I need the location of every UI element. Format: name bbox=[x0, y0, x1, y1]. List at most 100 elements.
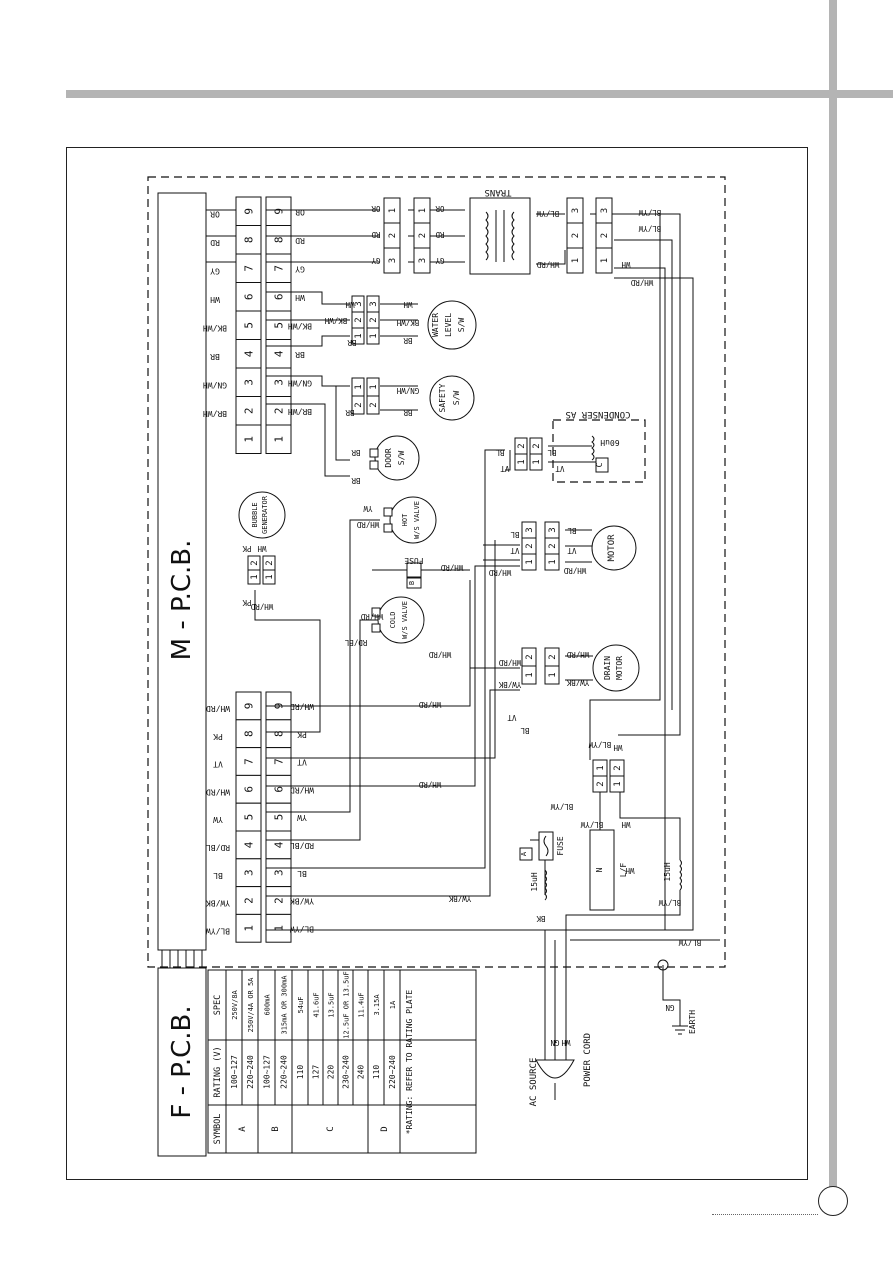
top-wire-label-pcb: OR bbox=[210, 209, 220, 218]
top-conn-b-cell bbox=[265, 253, 292, 283]
trans-in-b-cell bbox=[413, 247, 431, 274]
header-rule bbox=[66, 90, 893, 98]
trans-in-pin: 2 bbox=[388, 233, 398, 238]
top-conn-a-pin: 3 bbox=[243, 379, 256, 386]
bub-pin: 1 bbox=[250, 574, 260, 579]
trans-out-cell bbox=[566, 247, 584, 274]
top-wire-label-harness: WH bbox=[295, 293, 305, 302]
rating-row-volt: 110 bbox=[372, 1065, 381, 1080]
trans-out-pin: 1 bbox=[571, 258, 581, 263]
wl-b-cell bbox=[366, 327, 380, 345]
trans-out-b-pin: 3 bbox=[600, 208, 610, 213]
page-number-leader bbox=[712, 1214, 818, 1215]
top-conn-a-pin: 2 bbox=[243, 407, 256, 414]
fuse-b-label: FUSE bbox=[404, 556, 423, 565]
page-number-circle bbox=[818, 1186, 848, 1216]
filter-pcb-label: F - P.C.B. bbox=[167, 1005, 197, 1118]
wire-label-44: WH/RD bbox=[566, 650, 589, 659]
wire-label-53: WH bbox=[625, 866, 635, 875]
door-switch: DOOR S/W bbox=[369, 435, 420, 481]
wire-label-49: WH bbox=[613, 743, 623, 752]
wire-label-34: WH/RD bbox=[360, 612, 383, 621]
condenser-label: CONDENSER AS bbox=[565, 409, 630, 419]
main-pcb bbox=[157, 192, 207, 951]
fuse-b-symbol: B bbox=[408, 581, 416, 585]
cond-b-pin: 1 bbox=[532, 459, 542, 464]
wire-label-14: BR bbox=[347, 338, 357, 347]
wire-label-4: RD bbox=[435, 230, 445, 239]
wire-label-40: VT bbox=[567, 546, 577, 555]
bottom-wire-label-pcb: RD/BL bbox=[206, 843, 230, 852]
wire-label-43: YW/BK bbox=[498, 680, 521, 689]
drain-text-1: DRAIN bbox=[603, 656, 612, 680]
mot-b-cell bbox=[544, 553, 560, 571]
bottom-wire-label-harness: YW/BK bbox=[290, 897, 314, 906]
top-conn-a-cell bbox=[235, 253, 262, 283]
mot-pin: 3 bbox=[525, 527, 535, 532]
wire-label-12: WH bbox=[345, 300, 355, 309]
rating-row-volt: 220~240 bbox=[388, 1055, 397, 1089]
inductor-left-value: 15uH bbox=[530, 872, 539, 891]
top-conn-a-cell bbox=[235, 339, 262, 369]
top-wire-label-pcb: GY bbox=[210, 266, 220, 275]
top-conn-a-cell bbox=[235, 396, 262, 426]
top-wire-label-harness: BR/WH bbox=[288, 407, 312, 416]
top-conn-a-pin: 1 bbox=[243, 436, 256, 443]
top-wire-label-harness: GY bbox=[295, 264, 305, 273]
top-conn-a-pin: 7 bbox=[243, 265, 256, 272]
appliance-outline bbox=[147, 176, 726, 968]
lf-b-cell bbox=[609, 775, 625, 793]
top-conn-a-pin: 4 bbox=[243, 350, 256, 357]
wire-label-5: GY bbox=[435, 256, 445, 265]
wire-label-0: OR bbox=[371, 204, 381, 213]
wire-label-7: WH/RD bbox=[536, 260, 559, 269]
mot-pin: 1 bbox=[525, 559, 535, 564]
top-wire-label-pcb: RD bbox=[210, 238, 220, 247]
diagram-frame bbox=[66, 147, 808, 1180]
wl-text-2: LEVEL bbox=[444, 313, 453, 337]
top-conn-b-pin: 8 bbox=[273, 236, 286, 243]
trans-out-pin: 2 bbox=[571, 233, 581, 238]
filter-pcb bbox=[157, 967, 207, 1157]
top-conn-b-pin: 4 bbox=[273, 350, 286, 357]
rating-row-volt: 100~127 bbox=[230, 1055, 239, 1089]
wire-label-47: BL bbox=[520, 726, 530, 735]
wire-label-39: BL bbox=[567, 526, 577, 535]
bot-conn-a-cell bbox=[235, 691, 262, 721]
wire-label-51: BL/YW bbox=[580, 820, 603, 829]
top-conn-b-pin: 5 bbox=[273, 322, 286, 329]
drn-b-pin: 2 bbox=[548, 654, 558, 659]
earth-label: EARTH bbox=[688, 1010, 697, 1034]
bot-conn-a-pin: 6 bbox=[243, 786, 256, 793]
door-text-1: DOOR bbox=[384, 448, 393, 467]
wl-b-pin: 3 bbox=[369, 301, 379, 306]
bot-conn-a-cell bbox=[235, 913, 262, 943]
trans-in-b-pin: 1 bbox=[418, 208, 428, 213]
rating-row-volt: 127 bbox=[312, 1065, 321, 1080]
wire-label-54: BK bbox=[536, 914, 546, 923]
bot-conn-b-cell bbox=[265, 802, 292, 832]
rating-note: *RATING: REFER TO RATING PLATE bbox=[405, 990, 414, 1135]
safety-text-2: S/W bbox=[452, 391, 461, 406]
bot-conn-b-pin: 4 bbox=[273, 841, 286, 848]
fuse-a-symbol: A bbox=[520, 851, 528, 856]
bot-conn-b-pin: 1 bbox=[273, 925, 286, 932]
sf-b-cell bbox=[366, 395, 380, 415]
trans-label: TRANS bbox=[484, 187, 511, 197]
top-wire-label-pcb: WH bbox=[210, 295, 220, 304]
condenser-assembly: CONDENSER AS 60uH C bbox=[548, 409, 646, 483]
top-wire-label-harness: BK/WH bbox=[288, 321, 312, 330]
wire-label-17: BR bbox=[403, 336, 413, 345]
drn-pin: 2 bbox=[525, 654, 535, 659]
wire-label-27: PK bbox=[242, 544, 252, 553]
inductor-right: 15uH bbox=[663, 859, 682, 891]
trans-in-b-pin: 2 bbox=[418, 233, 428, 238]
wire-label-46: VT bbox=[507, 713, 517, 722]
wire-label-16: BK/WH bbox=[396, 318, 419, 327]
rating-row-spec: 3.15A bbox=[373, 994, 381, 1016]
bottom-wire-label-harness: VT bbox=[297, 758, 307, 767]
drn-b-pin: 1 bbox=[548, 672, 558, 677]
